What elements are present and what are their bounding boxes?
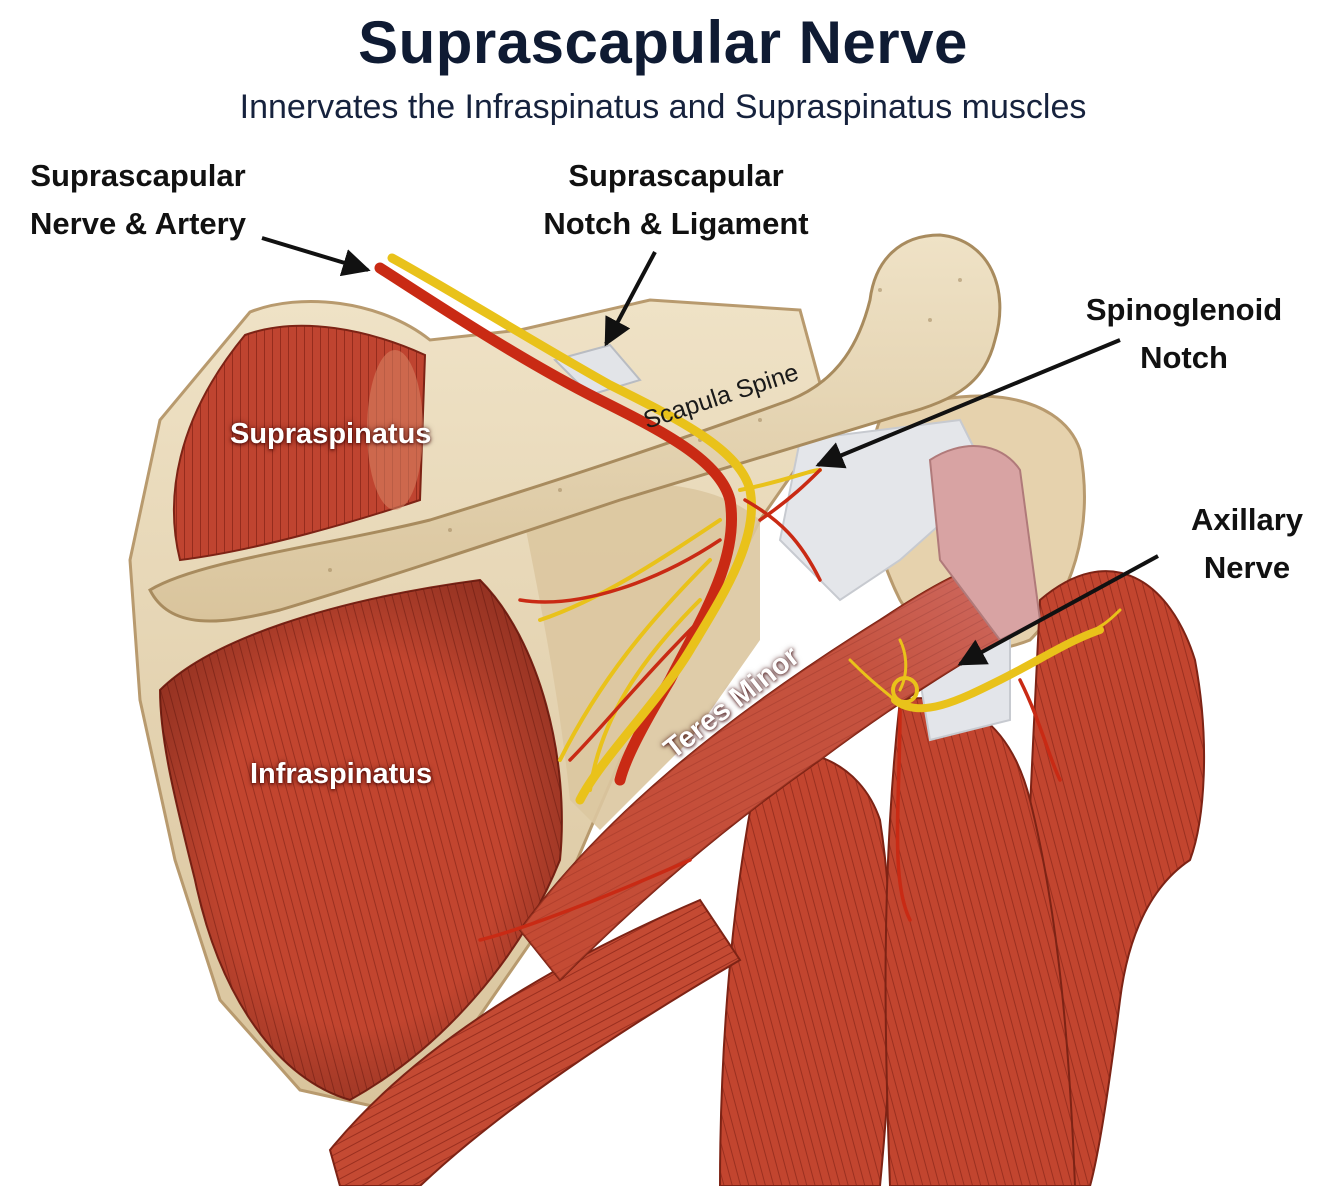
label-line: Nerve	[1203, 550, 1291, 585]
triceps-long-head	[718, 751, 893, 1186]
label-supraspinatus: Supraspinatus	[230, 418, 432, 450]
label-line: Spinoglenoid	[1085, 292, 1283, 327]
label-line: Suprascapular	[30, 158, 246, 193]
label-line: Notch & Ligament	[543, 206, 809, 241]
label-line: Notch	[1140, 340, 1228, 375]
label-line: Nerve & Artery	[30, 206, 246, 241]
axillary-nerve	[891, 626, 1104, 713]
label-spinoglenoid-notch: Spinoglenoid Notch	[1074, 286, 1294, 382]
label-suprascapular-nerve-artery: Suprascapular Nerve & Artery	[20, 152, 256, 248]
arrow-axillary	[957, 554, 1159, 666]
label-line: Axillary	[1190, 502, 1303, 537]
scapula-spine	[148, 233, 1002, 623]
teres-major-muscle	[328, 898, 742, 1186]
label-line: Suprascapular	[568, 158, 784, 193]
page-title: Suprascapular Nerve	[358, 9, 968, 76]
supraspinatus-muscle	[172, 324, 427, 562]
label-suprascapular-notch-ligament: Suprascapular Notch & Ligament	[530, 152, 822, 248]
label-infraspinatus: Infraspinatus	[250, 758, 433, 790]
arrow-spinoglenoid	[815, 338, 1121, 469]
triceps-lateral-head	[884, 697, 1077, 1186]
label-axillary-nerve: Axillary Nerve	[1172, 496, 1322, 592]
arrow-nerve-artery	[261, 236, 371, 277]
page-subtitle: Innervates the Infraspinatus and Suprasp…	[239, 88, 1087, 126]
arrow-notch-ligament	[604, 251, 657, 347]
